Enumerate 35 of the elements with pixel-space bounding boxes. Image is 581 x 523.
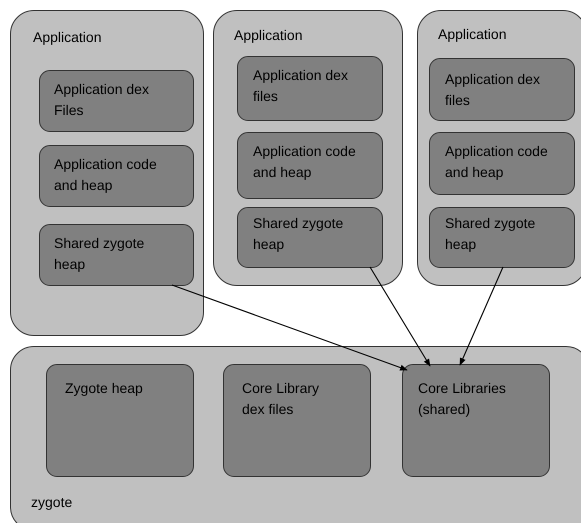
container-title: zygote [31, 493, 74, 512]
memory-box [237, 207, 383, 268]
box-label: Application dex Files [54, 80, 150, 120]
box-label: Shared zygote heap [54, 234, 146, 274]
memory-box [237, 56, 383, 121]
container-box [10, 10, 204, 336]
arrow [370, 266, 430, 367]
box-label: Core Libraries (shared) [418, 379, 507, 419]
memory-box [39, 224, 194, 286]
container-title: Application [438, 25, 508, 44]
container-title: Application [33, 28, 102, 47]
arrow [172, 284, 408, 371]
box-label: Shared zygote heap [445, 214, 536, 254]
memory-box [46, 364, 194, 477]
container-box [417, 10, 581, 286]
container-title: Application [234, 26, 304, 45]
box-label: Application code and heap [54, 155, 158, 195]
memory-box [402, 364, 550, 477]
box-label: Application code and heap [253, 142, 357, 182]
box-label: Shared zygote heap [253, 214, 344, 254]
memory-box [223, 364, 371, 477]
box-label: Core Library dex files [242, 379, 320, 419]
memory-box [429, 207, 575, 268]
memory-box [429, 132, 575, 195]
box-label: Application dex files [253, 66, 349, 106]
box-label: Application code and heap [445, 142, 549, 182]
memory-box [429, 58, 575, 121]
memory-box [39, 145, 194, 207]
container-box [10, 346, 581, 523]
container-box [213, 10, 403, 286]
box-label: Zygote heap [65, 379, 144, 398]
memory-box [39, 70, 194, 132]
box-label: Application dex files [445, 70, 541, 110]
arrow [460, 266, 504, 366]
memory-box [237, 132, 383, 199]
